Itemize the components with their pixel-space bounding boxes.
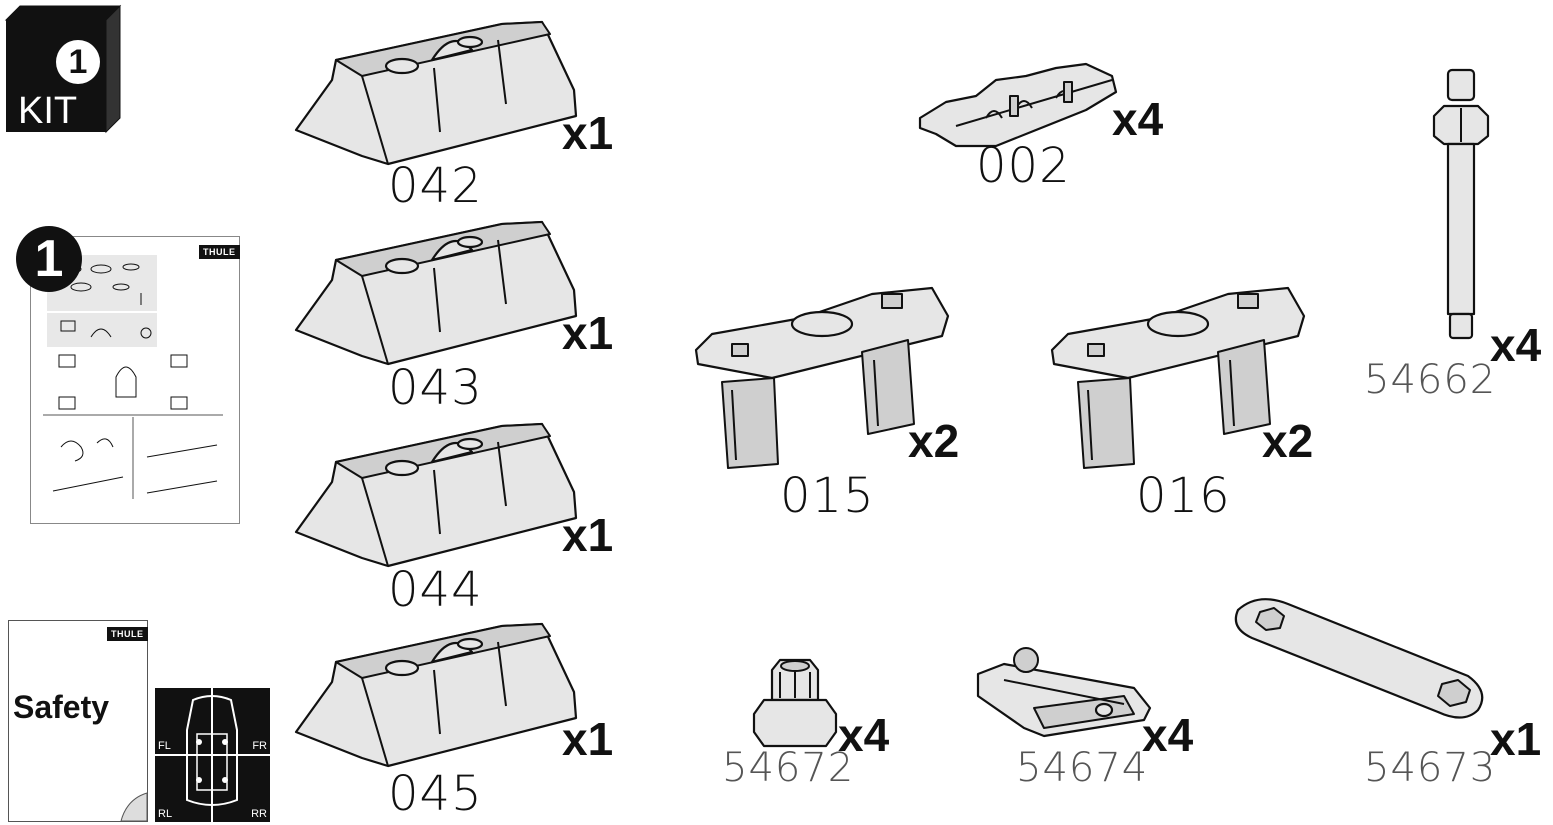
foot-pad-043-icon: [294, 220, 578, 366]
part-number-044: 044: [388, 562, 483, 618]
part-number-015: 015: [780, 468, 875, 524]
car-topview-icon: [155, 688, 270, 822]
safety-booklet: THULE Safety: [8, 620, 148, 822]
part-number-043: 043: [388, 360, 483, 416]
bracket-015-icon: [694, 286, 950, 469]
page-curl-icon: [120, 792, 148, 822]
manual-brand-logo: THULE: [199, 245, 240, 259]
bolt-54662-icon: [1432, 68, 1490, 340]
part-number-54662: 54662: [1364, 357, 1497, 403]
latch-54674-icon: [976, 647, 1152, 738]
quantity-042: x1: [562, 107, 614, 159]
safety-brand-logo: THULE: [107, 627, 148, 641]
part-number-002: 002: [976, 138, 1071, 194]
part-number-54674: 54674: [1016, 745, 1149, 791]
quantity-016: x2: [1262, 415, 1314, 467]
quantity-045: x1: [562, 713, 614, 765]
clip-002-icon: [918, 62, 1118, 148]
part-number-042: 042: [388, 158, 483, 214]
foot-pad-044-icon: [294, 422, 578, 568]
bracket-016-icon: [1050, 286, 1306, 469]
kit-label: KIT: [18, 90, 78, 132]
quantity-002: x4: [1112, 93, 1164, 145]
car-position-diagram: FL FR RL RR: [155, 688, 270, 822]
kit-badge: 1 KIT: [4, 4, 122, 134]
manual-number: 1: [16, 226, 82, 292]
nut-54672-icon: [752, 658, 838, 748]
position-fr: FR: [252, 740, 267, 752]
kit-number: 1: [56, 40, 100, 84]
wrench-54673-icon: [1234, 598, 1484, 719]
part-number-016: 016: [1136, 468, 1231, 524]
quantity-54674: x4: [1142, 709, 1194, 761]
quantity-043: x1: [562, 307, 614, 359]
foot-pad-045-icon: [294, 622, 578, 768]
quantity-54673: x1: [1490, 713, 1542, 765]
position-rr: RR: [251, 808, 267, 820]
safety-label: Safety: [13, 689, 110, 725]
quantity-015: x2: [908, 415, 960, 467]
position-fl: FL: [158, 740, 171, 752]
foot-pad-042-icon: [294, 20, 578, 166]
part-number-54672: 54672: [722, 745, 855, 791]
position-rl: RL: [158, 808, 173, 820]
quantity-54662: x4: [1490, 319, 1542, 371]
part-number-045: 045: [388, 766, 483, 822]
part-number-54673: 54673: [1364, 745, 1497, 791]
quantity-54672: x4: [838, 709, 890, 761]
quantity-044: x1: [562, 509, 614, 561]
